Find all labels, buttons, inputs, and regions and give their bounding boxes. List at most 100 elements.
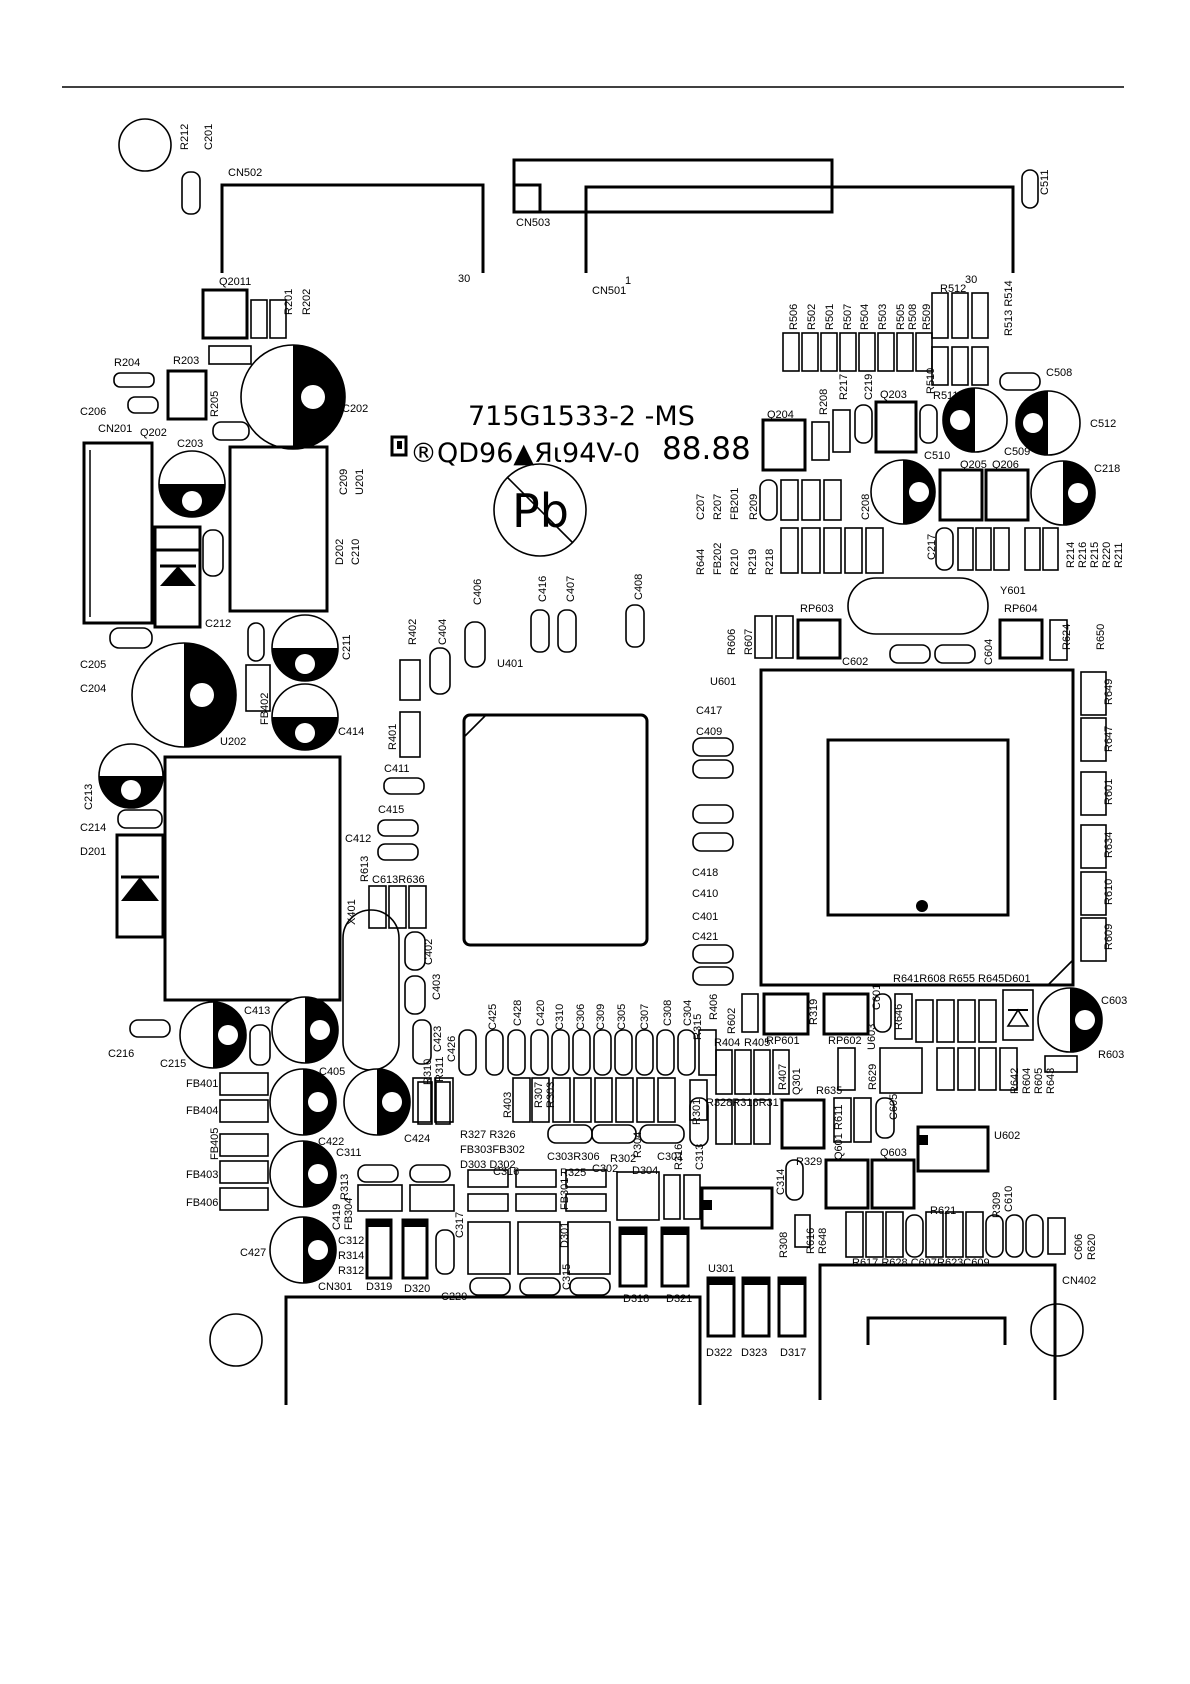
label-c302: C302 [592,1163,618,1175]
label-r220: R220 [1101,542,1113,568]
part-c601 [873,993,892,1033]
label-c208: C208 [860,494,872,520]
part-r647 [1080,717,1107,762]
part-r611 [853,1097,872,1143]
label-c404: C404 [437,619,449,645]
part-c219 [854,404,873,444]
part-q301 [780,1098,826,1150]
label-r304: R304 [632,1132,644,1158]
label-c313: C313 [694,1144,706,1170]
part-r318 [734,1099,752,1145]
label-r203: R203 [173,355,199,367]
label-c215: C215 [160,1058,186,1070]
label-r607: R607 [743,629,755,655]
part-r608 [936,999,955,1043]
part-fb304 [357,1184,403,1212]
label-c205: C205 [80,659,106,671]
label-r606: R606 [726,629,738,655]
part-r311 [412,1077,432,1123]
label-fb202: FB202 [712,543,724,575]
label-d318: D318 [623,1293,649,1305]
part-c416 [530,609,550,653]
part-u602 [916,1125,990,1173]
label-r643: R643 [1045,1068,1057,1094]
part-r512 [931,292,949,339]
label-c419: C419 [331,1204,343,1230]
part-c205 [109,627,153,649]
label-r209: R209 [748,494,760,520]
part-fb405 [219,1133,269,1157]
label-r319: R319 [808,999,820,1025]
part-fb401 [219,1072,269,1096]
label-u401: U401 [497,658,523,670]
label-r513r514: R513 R514 [1003,280,1015,336]
label-r647: R647 [1103,726,1115,752]
part-c424c [435,1081,451,1125]
label-c602: C602 [842,656,868,668]
mounting-hole-bottom-right [1030,1303,1084,1357]
diode-d319 [365,1218,393,1280]
connector-cn402-key [866,1316,1007,1345]
part-c402 [404,931,426,971]
label-rp601: RP601 [766,1035,800,1047]
connector-cn301 [284,1295,702,1405]
label-cn503: CN503 [516,217,550,229]
part-r209 [823,479,842,521]
label-r635: R635 [816,1085,842,1097]
part-r406 [772,1049,790,1095]
label-r620: R620 [1086,1234,1098,1260]
part-r636 [408,885,427,929]
part-q601 [824,1158,870,1210]
label-c508: C508 [1046,367,1072,379]
part-d303 [467,1193,509,1212]
label-c317: C317 [454,1212,466,1238]
label-c315: C315 [561,1264,573,1290]
label-r302: R302 [610,1153,636,1165]
label-r215: R215 [1089,542,1101,568]
label-c217: C217 [926,534,938,560]
part-c216 [129,1019,171,1038]
label-p1: 1 [625,275,631,287]
label-r214: R214 [1065,542,1077,568]
ic-u401 [462,713,649,947]
capacitor-row-c42x [458,1029,717,1076]
ul-logo [390,435,408,457]
diode-d317 [777,1276,807,1338]
label-r613: R613 [359,856,371,882]
label-p30a: 30 [458,273,470,285]
label-r329: R329 [796,1156,822,1168]
part-r511a [951,346,969,386]
label-r312: R312 [338,1265,364,1277]
part-r643 [999,1047,1018,1091]
label-c218: C218 [1094,463,1120,475]
part-r624 [1049,619,1068,661]
part-c605 [875,1097,895,1139]
label-u603: U603 [866,1024,878,1050]
label-c416: C416 [537,576,549,602]
part-r649 [1080,671,1107,716]
board-date-code: 88.88 [662,431,751,467]
part-r205a [208,345,252,365]
part-c315 [567,1221,611,1275]
label-fb402: FB402 [259,693,271,725]
part-r606 [754,615,773,659]
part-c408 [625,604,645,648]
part-r407 [753,1049,771,1095]
part-c207 [759,479,778,521]
cap-c419 [269,1140,337,1208]
lead-free-pb-mark: Pb [493,463,587,557]
label-c401: C401 [692,911,718,923]
ic-u601 [759,668,1075,987]
label-fb401: FB401 [186,1078,218,1090]
label-r621: R621 [930,1205,956,1217]
label-cn301: CN301 [318,1281,352,1293]
part-r603 [1044,1055,1078,1073]
label-c209: C209 [338,469,350,495]
label-c426: C426 [446,1036,458,1062]
cap-c509 [942,387,1008,453]
label-c422: C422 [318,1136,344,1148]
label-c216: C216 [108,1048,134,1060]
part-r510 [931,346,949,386]
part-rp604 [998,618,1044,660]
label-d301: D301 [559,1222,571,1248]
